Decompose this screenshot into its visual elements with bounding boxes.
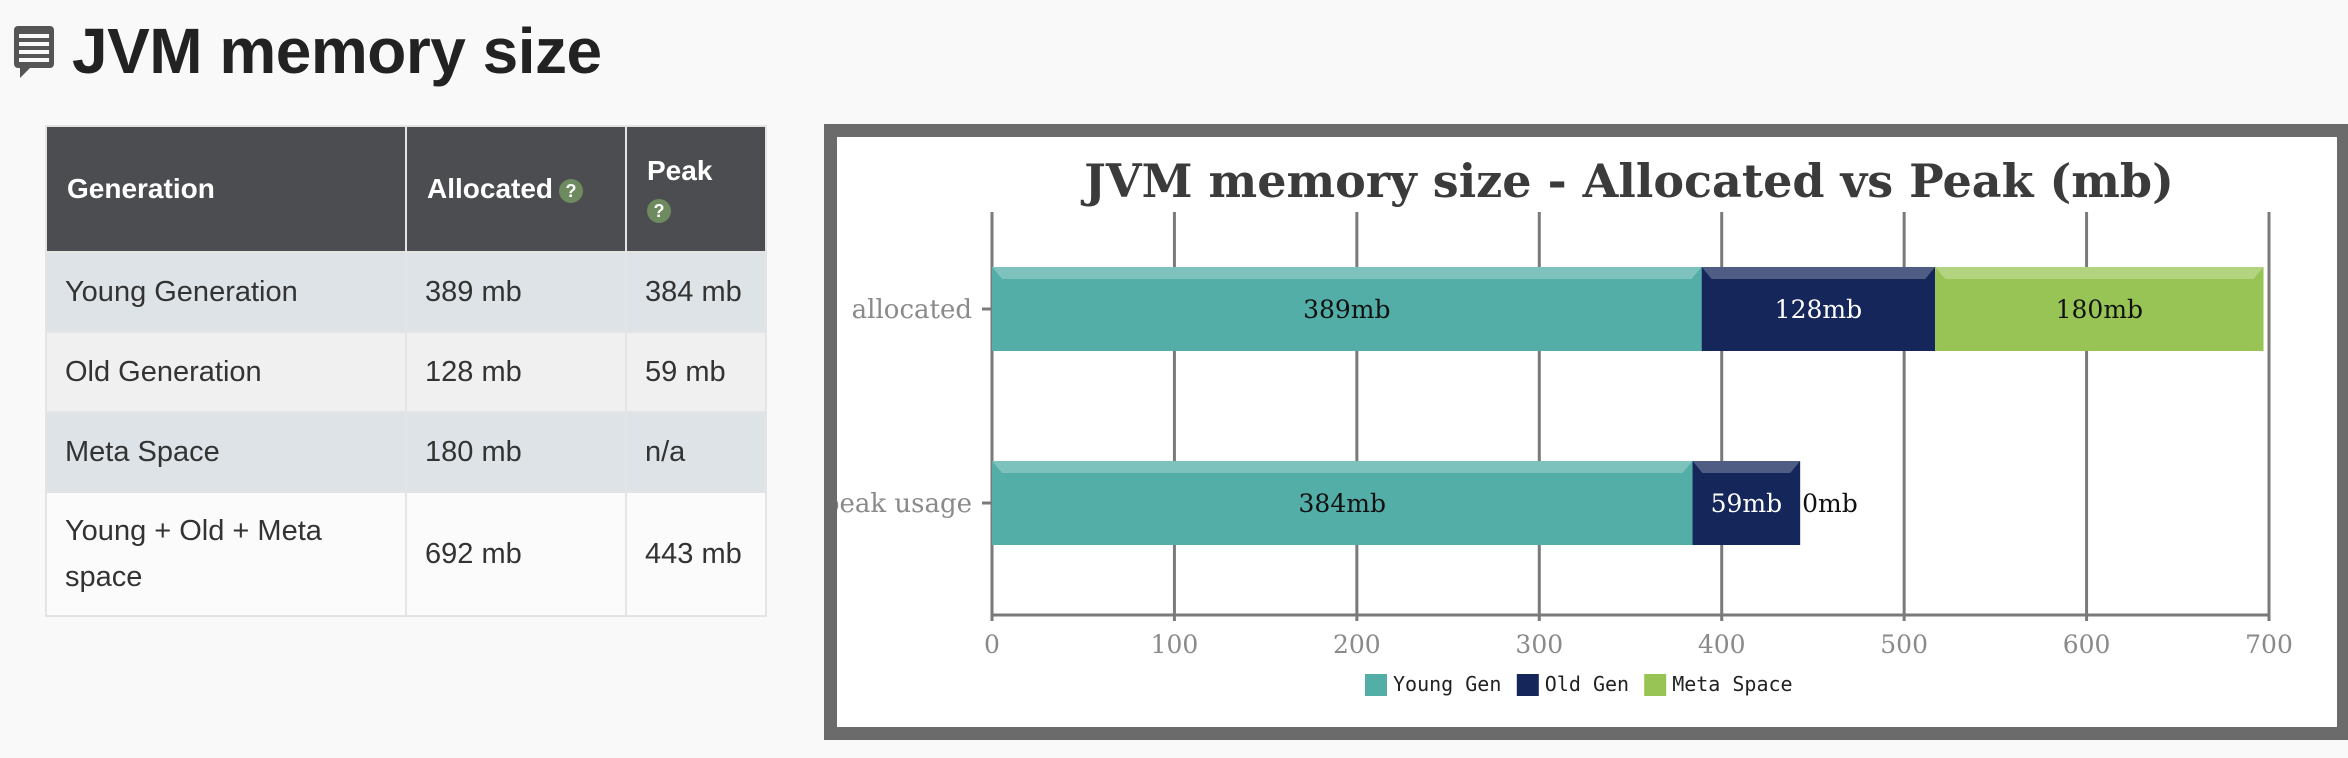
bar-value-label: 389mb xyxy=(1303,295,1390,324)
bar-value-label: 384mb xyxy=(1299,489,1386,518)
x-tick-label: 400 xyxy=(1698,630,1746,659)
x-tick-label: 0 xyxy=(984,630,1000,659)
bar-segment xyxy=(1701,267,1936,351)
table-row: Young Generation 389 mb 384 mb xyxy=(45,251,767,333)
bar-highlight xyxy=(1935,267,2264,279)
chart-legend: Young Gen Old Gen Meta Space xyxy=(1365,672,1793,696)
col-header-peak-label: Peak xyxy=(647,155,713,186)
cell-allocated: 180 mb xyxy=(405,411,627,493)
x-tick-label: 300 xyxy=(1515,630,1563,659)
legend-label: Meta Space xyxy=(1672,672,1792,696)
bar-highlight xyxy=(992,267,1702,279)
bar-value-label: 128mb xyxy=(1775,295,1862,324)
cell-allocated: 692 mb xyxy=(405,491,627,617)
cell-peak: 384 mb xyxy=(625,251,767,333)
y-category-label: peak usage xyxy=(837,489,972,519)
memory-chart: JVM memory size - Allocated vs Peak (mb)… xyxy=(837,154,2293,696)
legend-label: Young Gen xyxy=(1393,672,1501,696)
x-tick-label: 600 xyxy=(2063,630,2111,659)
legend-swatch xyxy=(1365,674,1387,696)
bar-segment xyxy=(1692,461,1801,545)
legend-swatch xyxy=(1644,674,1667,696)
chart-panel: JVM memory size - Allocated vs Peak (mb)… xyxy=(824,124,2348,740)
y-category-label: allocated xyxy=(852,295,972,325)
col-header-peak: Peak? xyxy=(625,125,767,253)
chart-title: JVM memory size - Allocated vs Peak (mb) xyxy=(1080,154,2174,208)
table-row: Old Generation 128 mb 59 mb xyxy=(45,331,767,413)
table-row: Young + Old + Meta space 692 mb 443 mb xyxy=(45,491,767,617)
table-header-row: Generation Allocated? Peak? xyxy=(45,125,767,253)
col-header-allocated-label: Allocated xyxy=(427,173,554,204)
x-tick-label: 700 xyxy=(2245,630,2293,659)
cell-allocated: 128 mb xyxy=(405,331,627,413)
chart-grid xyxy=(990,212,2271,621)
cell-allocated: 389 mb xyxy=(405,251,627,333)
page-title: JVM memory size xyxy=(72,15,602,87)
bar-highlight xyxy=(1701,267,1936,279)
page-header: JVM memory size xyxy=(12,14,602,88)
x-tick-label: 500 xyxy=(1880,630,1928,659)
x-tick-label: 200 xyxy=(1333,630,1381,659)
col-header-generation: Generation xyxy=(45,125,407,253)
bar-segment xyxy=(1935,267,2264,351)
cell-generation: Old Generation xyxy=(45,331,407,413)
help-icon[interactable]: ? xyxy=(647,199,671,223)
cell-generation: Meta Space xyxy=(45,411,407,493)
col-header-generation-label: Generation xyxy=(67,173,215,204)
speech-bubble-icon xyxy=(14,26,54,78)
bar-value-label: 0mb xyxy=(1802,489,1858,518)
cell-peak: 59 mb xyxy=(625,331,767,413)
memory-table: Generation Allocated? Peak? Young Genera… xyxy=(45,125,767,617)
cell-peak: n/a xyxy=(625,411,767,493)
col-header-allocated: Allocated? xyxy=(405,125,627,253)
bar-highlight xyxy=(1692,461,1801,473)
bar-value-label: 59mb xyxy=(1711,489,1783,518)
x-tick-label: 100 xyxy=(1151,630,1199,659)
table-row: Meta Space 180 mb n/a xyxy=(45,411,767,493)
bar-segment xyxy=(992,267,1702,351)
bar-segment xyxy=(992,461,1693,545)
bar-highlight xyxy=(992,461,1693,473)
legend-label: Old Gen xyxy=(1545,672,1629,696)
legend-swatch xyxy=(1516,674,1539,696)
help-icon[interactable]: ? xyxy=(559,178,584,203)
chart-axes: 0 100 200 300 400 500 600 700 allocated peak usag… xyxy=(837,295,2293,659)
chart-bars: 389mb 128mb 180mb 384mb 59mb 0mb xyxy=(992,267,2264,545)
cell-generation: Young + Old + Meta space xyxy=(45,491,407,617)
bar-value-label: 180mb xyxy=(2056,295,2143,324)
cell-peak: 443 mb xyxy=(625,491,767,617)
cell-generation: Young Generation xyxy=(45,251,407,333)
